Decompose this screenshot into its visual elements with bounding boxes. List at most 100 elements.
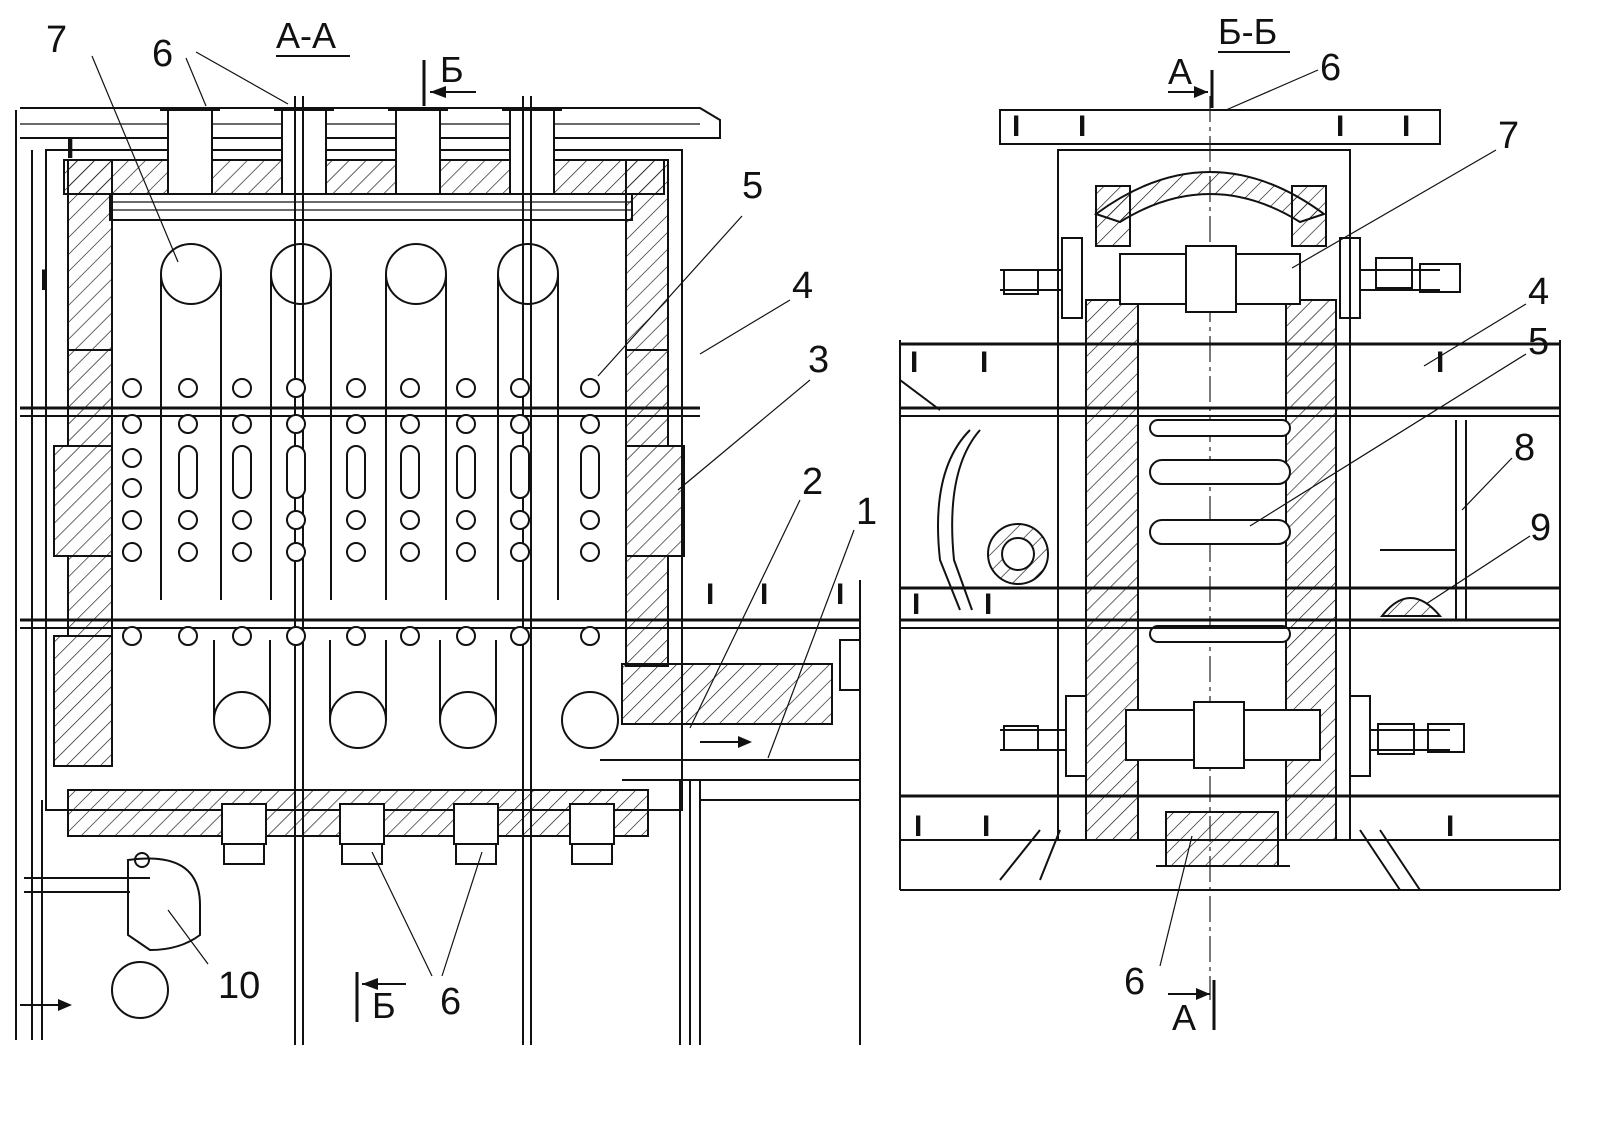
left-wall-lower: [53, 635, 113, 767]
nozzle-hole: [122, 478, 142, 498]
section-bb-title: Б-Б: [1218, 11, 1277, 52]
nozzle-hole: [510, 626, 530, 646]
callout-3-aa: 3: [808, 339, 829, 381]
callout-7-bb: 7: [1498, 115, 1519, 157]
callout-7-aa: 7: [46, 19, 67, 61]
callout-10-aa: 10: [218, 965, 260, 1007]
cut-mark-a-bottom: А: [1172, 997, 1196, 1038]
callout-8-bb: 8: [1514, 427, 1535, 469]
nozzle-hole: [232, 542, 252, 562]
callout-5-bb: 5: [1528, 321, 1549, 363]
nozzle-hole: [456, 626, 476, 646]
nozzle-hole: [232, 626, 252, 646]
ibeam-mark: I: [1336, 110, 1344, 143]
nozzle-slot: [580, 445, 600, 499]
nozzle-hole: [178, 378, 198, 398]
ibeam-mark: I: [982, 810, 990, 843]
callout-6-bb-bottom: 6: [1124, 961, 1145, 1003]
upper-roll-7: [1000, 237, 1461, 319]
ibeam-mark: I: [706, 578, 714, 611]
nozzle-hole: [400, 542, 420, 562]
nozzle-hole: [286, 542, 306, 562]
radiant-tubes-lower: [213, 640, 619, 749]
ibeam-mark: I: [836, 578, 844, 611]
nozzle-hole: [286, 414, 306, 434]
callout-5-aa: 5: [742, 165, 763, 207]
nozzle-hole: [178, 542, 198, 562]
callout-1-aa: 1: [856, 491, 877, 533]
nozzle-hole: [580, 510, 600, 530]
bottom-port-bb: [1165, 811, 1279, 867]
ibeam-mark: I: [760, 578, 768, 611]
nozzle-hole: [346, 414, 366, 434]
nozzle-hole: [178, 510, 198, 530]
nozzle-slot: [178, 445, 198, 499]
cut-mark-b-bottom: Б: [372, 985, 396, 1026]
nozzle-slot: [286, 445, 306, 499]
nozzle-hole: [580, 378, 600, 398]
section-aa: А-А Б: [15, 15, 877, 1045]
nozzle-hole: [456, 510, 476, 530]
callout-6-bb-top: 6: [1320, 47, 1341, 89]
nozzle-hole: [346, 510, 366, 530]
nozzle-hole: [122, 626, 142, 646]
nozzle-hole: [580, 542, 600, 562]
ibeam-mark: I: [40, 264, 48, 297]
nozzle-hole: [510, 510, 530, 530]
nozzle-hole: [178, 414, 198, 434]
ibeam-mark: I: [980, 346, 988, 379]
nozzle-hole: [232, 414, 252, 434]
ibeam-mark: I: [1402, 110, 1410, 143]
ibeam-mark: I: [984, 588, 992, 621]
nozzle-hole: [122, 510, 142, 530]
nozzle-slot: [346, 445, 366, 499]
nozzle-hole: [122, 448, 142, 468]
callout-4-bb: 4: [1528, 271, 1549, 313]
ibeam-mark: I: [910, 346, 918, 379]
outlet-duct: [621, 663, 833, 725]
nozzle-hole: [122, 414, 142, 434]
nozzle-hole: [456, 542, 476, 562]
lower-roll: [1000, 695, 1465, 777]
nozzle-hole: [510, 378, 530, 398]
nozzle-hole: [400, 510, 420, 530]
left-wall-upper: [67, 159, 113, 351]
nozzle-hole: [286, 626, 306, 646]
callout-4-aa: 4: [792, 265, 813, 307]
section-bb: Б-Б А: [899, 11, 1561, 1038]
ibeam-mark: I: [1436, 346, 1444, 379]
nozzle-hole: [178, 626, 198, 646]
nozzle-hole: [456, 378, 476, 398]
ibeam-mark: I: [1446, 810, 1454, 843]
nozzle-hole: [346, 542, 366, 562]
callout-6-aa-bottom: 6: [440, 981, 461, 1023]
compensator-9: [1379, 597, 1443, 617]
nozzle-hole-grid: [122, 378, 600, 646]
nozzle-hole: [346, 378, 366, 398]
right-wall-upper: [625, 159, 669, 351]
nozzle-hole: [456, 414, 476, 434]
nozzle-hole: [580, 414, 600, 434]
nozzle-hole: [580, 626, 600, 646]
radiant-tubes-upper: [160, 243, 559, 600]
bottom-ports: [221, 803, 615, 865]
ibeam-mark: I: [1012, 110, 1020, 143]
gas-pipe-8: [1380, 420, 1467, 620]
ibeam-mark: I: [914, 810, 922, 843]
nozzle-hole: [232, 510, 252, 530]
nozzle-hole: [400, 378, 420, 398]
fan-10: [20, 852, 201, 1019]
nozzle-hole: [286, 510, 306, 530]
ibeam-mark: I: [912, 588, 920, 621]
nozzle-hole: [346, 626, 366, 646]
callout-2-aa: 2: [802, 461, 823, 503]
nozzle-hole: [400, 414, 420, 434]
nozzle-slot: [510, 445, 530, 499]
ibeam-mark: I: [1078, 110, 1086, 143]
nozzle-hole: [286, 378, 306, 398]
nozzle-hole: [232, 378, 252, 398]
cut-mark-b-top: Б: [440, 49, 464, 90]
nozzle-hole: [510, 542, 530, 562]
nozzle-slot: [456, 445, 476, 499]
